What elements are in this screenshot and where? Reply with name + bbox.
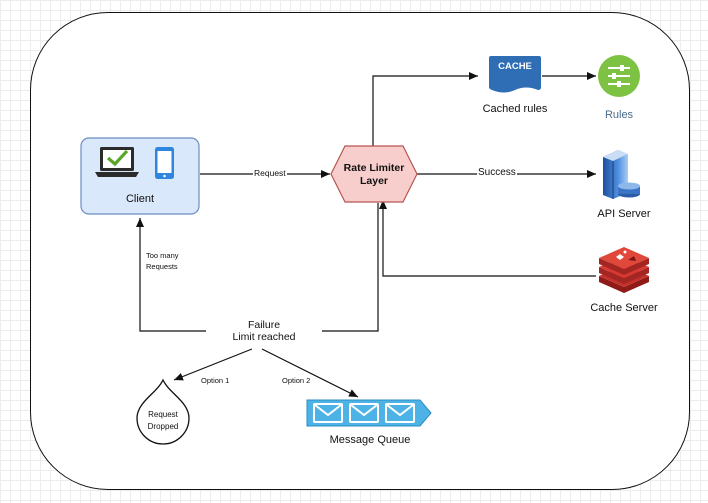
request-dropped-line2: Dropped [147,422,179,431]
rate-limiter-line1: Rate Limiter [343,162,405,174]
edge-option1 [173,348,253,381]
cache-icon-text: CACHE [498,61,532,72]
edge-label-option1: Option 1 [201,376,230,385]
envelope-icon [349,403,379,423]
edge-label-option2: Option 2 [282,376,311,385]
message-queue-node[interactable] [306,399,432,427]
edge-option2 [261,348,359,398]
cache-server-icon [599,247,649,293]
failure-line: Failure [247,319,281,331]
edge-to-cached-rules [372,72,478,146]
request-dropped-node[interactable] [136,378,190,445]
rules-icon [598,55,640,97]
too-many-line1: Too many [146,251,179,260]
rate-limiter-line2: Layer [359,175,389,187]
rules-label: Rules [604,109,634,121]
too-many-line2: Requests [146,262,178,271]
client-node[interactable] [80,137,200,215]
smartphone-icon [155,147,174,179]
limit-reached-line: Limit reached [232,331,296,343]
message-queue-label: Message Queue [329,434,411,446]
rate-limiter-node[interactable] [330,145,418,203]
envelope-icon [313,403,343,423]
envelope-icon [385,403,415,423]
edge-label-failure: Failure Limit reached [206,319,322,343]
request-dropped-line1: Request [148,410,178,419]
cache-server-label: Cache Server [590,302,658,314]
edge-label-success: Success [477,167,517,178]
edge-label-request: Request [253,168,287,178]
rate-limiter-label: Rate Limiter Layer [335,162,413,188]
laptop-icon [95,147,139,177]
edge-cache-server [379,200,596,277]
cache-icon [489,56,541,93]
api-server-icon [603,150,640,199]
edge-label-too-many: Too many Requests [146,250,179,272]
cached-rules-label: Cached rules [482,103,548,115]
client-label: Client [125,193,155,205]
api-server-label: API Server [597,208,651,220]
request-dropped-label: Request Dropped [137,409,189,433]
